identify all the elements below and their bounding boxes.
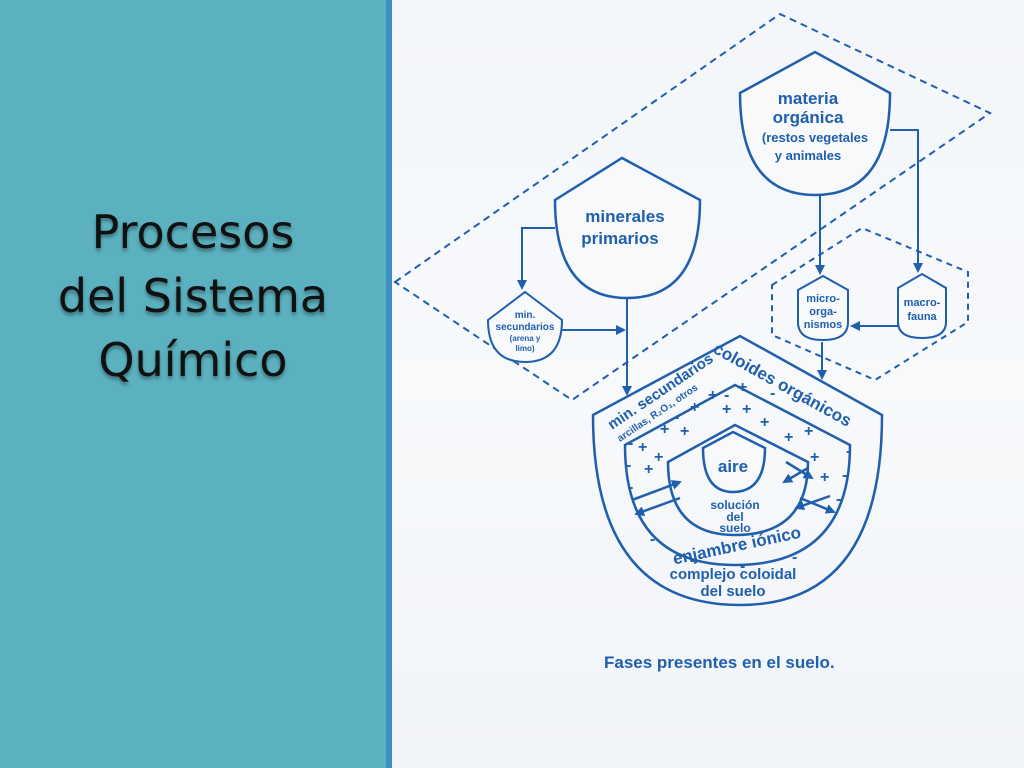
minerales-primarios-label-2: primarios: [581, 229, 658, 248]
scanned-figure-background: [392, 0, 1024, 768]
arrow-materia-to-macrofauna: [890, 129, 923, 273]
left-panel: [0, 0, 386, 768]
plus-sign: +: [708, 387, 717, 404]
minus-sign: -: [674, 409, 679, 426]
microorganismos-label-3: nismos: [804, 319, 843, 331]
exchange-arrow-lower-right-back: [794, 494, 831, 511]
plus-sign: +: [660, 421, 669, 438]
complejo-coloidal-outer: [591, 334, 884, 607]
slide-title: Procesos del Sistema Químico: [20, 200, 366, 392]
materia-organica-label-1: materia: [778, 89, 839, 108]
plus-sign: +: [804, 423, 813, 440]
materia-organica-label-2: orgánica: [773, 108, 844, 127]
microorganismos-label-2: orga-: [809, 306, 837, 318]
minus-sign: -: [628, 479, 633, 496]
minus-sign: -: [690, 552, 695, 569]
title-line-3: Químico: [98, 333, 288, 387]
min-secundarios-small-label-3: (arena y: [510, 334, 541, 343]
plus-sign: +: [690, 399, 699, 416]
exchange-arrow-left-out: [634, 496, 681, 516]
minerales-primarios-label-1: minerales: [585, 207, 664, 226]
macrofauna-label-1: macro-: [904, 297, 941, 309]
complejo-coloidal-label-2: del suelo: [700, 583, 765, 600]
panel-divider: [386, 0, 392, 768]
plus-sign: +: [738, 379, 747, 396]
minerales-primarios-node: [553, 156, 702, 300]
complejo-coloidal-label-1: complejo coloidal: [670, 566, 797, 583]
solucion-suelo-label-1: solución: [710, 498, 759, 512]
plus-sign: +: [722, 401, 731, 418]
min-secundarios-small-node: [486, 290, 564, 364]
microorganismos-label-1: micro-: [806, 293, 840, 305]
solucion-suelo-label-2: del: [726, 510, 743, 524]
materia-organica-node: [738, 50, 892, 197]
macrofauna-node: [897, 272, 947, 340]
min-secundarios-small-label-4: limo): [515, 344, 534, 353]
minus-sign: -: [650, 531, 655, 548]
plus-sign: +: [654, 449, 663, 466]
aire-node: [701, 430, 767, 494]
minus-sign: -: [792, 549, 797, 566]
macrofauna-label-2: fauna: [907, 311, 937, 323]
dashed-diamond-outer: [393, 12, 993, 402]
coloides-organicos-arc-label: coloides orgánicos: [710, 339, 855, 431]
minus-sign: -: [846, 443, 851, 460]
microorganismos-node: [797, 274, 849, 342]
materia-organica-label-4: y animales: [775, 148, 842, 163]
minus-sign: -: [836, 491, 841, 508]
minus-sign: -: [626, 457, 631, 474]
minus-sign: -: [842, 467, 847, 484]
minus-sign: -: [724, 387, 729, 404]
plus-sign: +: [784, 429, 793, 446]
title-line-1: Procesos: [91, 205, 295, 259]
solucion-suelo-ring: [666, 423, 810, 537]
exchange-arrow-lower-right: [799, 496, 836, 514]
plus-sign: +: [644, 461, 653, 478]
plus-sign: +: [742, 401, 751, 418]
plus-sign: +: [638, 439, 647, 456]
aire-label: aire: [718, 457, 748, 476]
charge-signs: + + + + + + + + + + + + + + + - - - - - …: [626, 379, 851, 575]
figure-caption: Fases presentes en el suelo.: [604, 653, 835, 672]
plus-sign: +: [760, 414, 769, 431]
min-secundarios-small-label-1: min.: [515, 310, 536, 321]
arrow-minerales-to-min-secundarios: [517, 227, 555, 290]
exchange-arrow-left-in: [631, 480, 682, 502]
solucion-suelo-label-3: suelo: [719, 521, 750, 535]
title-line-2: del Sistema: [57, 269, 329, 323]
materia-organica-label-3: (restos vegetales: [762, 130, 868, 145]
minus-sign: -: [770, 385, 775, 402]
exchange-arrow-right-in: [785, 460, 814, 480]
plus-sign: +: [680, 423, 689, 440]
minus-sign: -: [740, 558, 745, 575]
min-secundarios-small-label-2: secundarios: [496, 322, 555, 333]
exchange-arrow-right-out: [782, 466, 809, 484]
plus-sign: +: [810, 449, 819, 466]
minus-sign: -: [628, 435, 633, 452]
plus-sign: +: [820, 469, 829, 486]
